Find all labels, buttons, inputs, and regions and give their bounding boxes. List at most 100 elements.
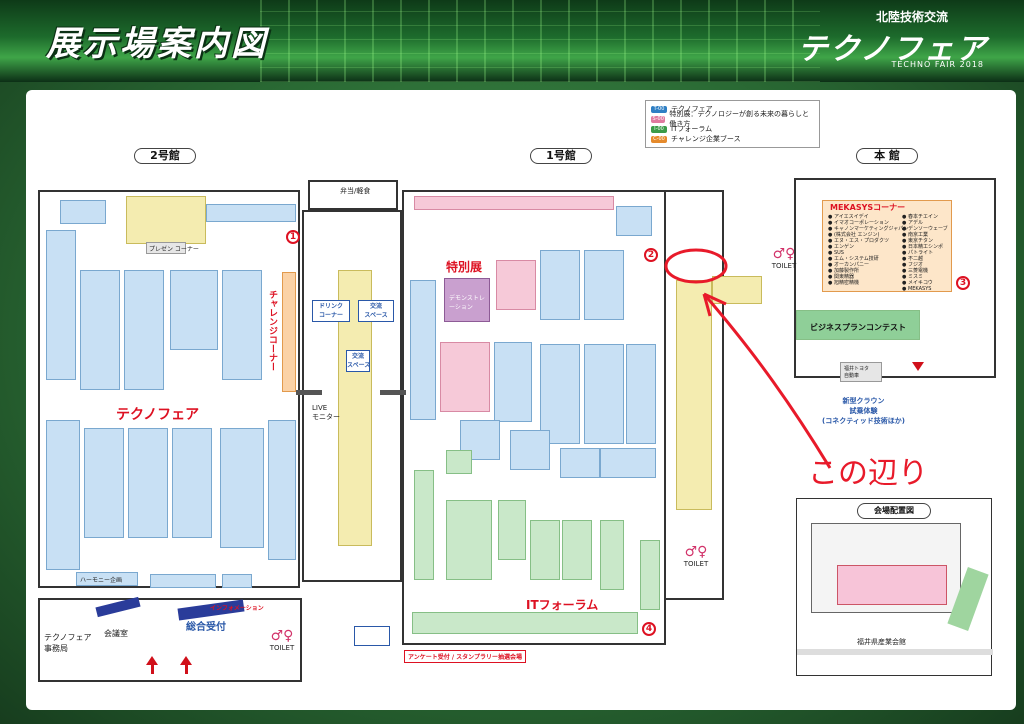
booth-block [584, 250, 624, 320]
toilet-label: TOILET [269, 644, 295, 652]
entrance-arrow-icon [146, 656, 158, 665]
booth-block [584, 344, 624, 444]
booth-block [60, 200, 106, 224]
demonstration-label: デモンストレーション [449, 295, 485, 311]
handwritten-annotation [664, 248, 832, 469]
mekasys-exhibitor: ● エンゲン [828, 244, 854, 250]
mekasys-list-right: ● 春本チエイン● アデル● デンソーウェーブ● 南京工業● 東京チタン● 日本… [902, 214, 962, 292]
harmony-label: ハーモニー企画 [80, 577, 123, 584]
stamp-point-3: 3 [956, 276, 970, 290]
mekasys-exhibitor: ● オーカンパニー [828, 262, 869, 268]
special-exhibit-label: 特別展 [446, 260, 483, 274]
stamp-point-4: 4 [642, 622, 656, 636]
bento-room [308, 180, 398, 210]
booth-block [46, 230, 76, 380]
mekasys-exhibitor: ● 春本チエイン [902, 214, 938, 220]
presentation-corner-label: プレゼン コーナー [149, 246, 199, 253]
crown-test-drive-label: 新型クラウン 試乗体験 (コネクティッド技術ほか) [822, 397, 905, 425]
toilet-icon: ♂♀ [270, 628, 294, 644]
header-grid-decoration [260, 0, 820, 82]
entrance-arrow-icon [180, 656, 192, 665]
annex-path [712, 276, 762, 304]
booth-block [268, 420, 296, 560]
booth-block [124, 270, 164, 390]
venue-map-title: 会場配置図 [857, 503, 931, 519]
toyota-label: 福井トヨタ 自動車 [844, 366, 870, 379]
it-booths [562, 520, 592, 580]
reception-label: 総合受付 [186, 622, 226, 633]
booth-block [128, 428, 168, 538]
special-booths [414, 196, 614, 210]
hall-1-annex [664, 190, 724, 600]
venue-hall-label: 福井県産業会館 [857, 638, 906, 646]
mekasys-exhibitor: ● 加藤製作所 [828, 268, 859, 274]
challenge-corner-label: チャレンジコーナー [267, 290, 277, 371]
booth-block [410, 280, 436, 420]
toilet-icon: ♂♀ [772, 246, 796, 262]
nhk-booth [446, 450, 472, 474]
legend-swatch: I-00 [651, 125, 667, 133]
mekasys-exhibitor: ● 旭精密精機 [828, 280, 859, 286]
booth-block [494, 342, 532, 422]
mekasys-exhibitor: ● メイキコウ [902, 280, 933, 286]
info-label: インフォメーション [210, 605, 264, 612]
office-label: テクノフェア 事務局 [44, 633, 92, 653]
booth-block [222, 270, 262, 380]
it-booths [640, 540, 660, 610]
toilet-main: ♂♀TOILET [766, 246, 802, 270]
toilet-hall1: ♂♀TOILET [676, 544, 716, 568]
challenge-booths [282, 272, 296, 392]
it-forum-label: ITフォーラム [526, 598, 599, 612]
exchange-space: 交流 スペース [358, 300, 394, 322]
booth-block [510, 430, 550, 470]
mekasys-exhibitor: ● 南京工業 [902, 232, 928, 238]
stamp-point-2: 2 [644, 248, 658, 262]
it-booths [412, 612, 638, 634]
toyota-car: 福井トヨタ 自動車 [840, 362, 882, 382]
header-subtitle: 北陸技術交流 [875, 10, 948, 24]
hall-1-label: 1号館 [530, 148, 592, 164]
road [797, 649, 993, 655]
booth-block [80, 270, 120, 390]
booth-block [540, 344, 580, 444]
booth-block [150, 574, 216, 588]
entrance-arrow-stem [185, 664, 188, 674]
legend-label: ITフォーラム [671, 125, 713, 133]
mekasys-exhibitor: ● エム・システム技研 [828, 256, 879, 262]
special-booths [440, 342, 490, 412]
annotation-circle [664, 248, 728, 284]
mekasys-exhibitor: ● イマオコーポレーション [828, 220, 889, 226]
mekasys-exhibitor: ● フジオ [902, 262, 923, 268]
mekasys-list-left: ● アイエスイデイ● イマオコーポレーション● キャノンマーケティングジャパン●… [828, 214, 909, 286]
logo: テクノフェア [797, 32, 988, 67]
booth-block [600, 448, 656, 478]
legend-swatch: T-00 [651, 105, 667, 113]
page-title: 展示場案内図 [46, 24, 268, 64]
mekasys-exhibitor: ● 三菱電機 [902, 268, 928, 274]
legend-swatch: S-00 [651, 115, 666, 123]
mekasys-exhibitor: ● (株式会社 エンジン) [828, 232, 880, 238]
mekasys-exhibitor: ● デンソーウェーブ [902, 226, 948, 232]
meeting-sign [354, 626, 390, 646]
main-hall-floor [794, 178, 996, 378]
venue-inset-map: 会場配置図 福井県産業会館 [796, 498, 993, 676]
demonstration-area: デモンストレーション [444, 278, 490, 322]
booth-block [222, 574, 252, 588]
mekasys-exhibitor: ● SUS [828, 250, 844, 256]
doorway [380, 390, 406, 395]
toilet-label: TOILET [683, 560, 709, 568]
drink-corner: ドリンク コーナー [312, 300, 350, 322]
meeting-room-label: 会議室 [104, 629, 128, 638]
business-contest-area [796, 310, 920, 340]
mekasys-exhibitor: ● 日本精工シンポ [902, 244, 943, 250]
hall-2-label: 2号館 [134, 148, 196, 164]
entrance-arrow-stem [151, 664, 154, 674]
mekasys-corner [822, 200, 952, 292]
mekasys-exhibitor: ● エヌ・エス・プロダクツ [828, 238, 889, 244]
legend-label: テクノフェア [671, 105, 713, 113]
legend-swatch: C-00 [651, 135, 667, 143]
toilet-label: TOILET [771, 262, 797, 270]
harmony-booth: ハーモニー企画 [76, 572, 138, 586]
